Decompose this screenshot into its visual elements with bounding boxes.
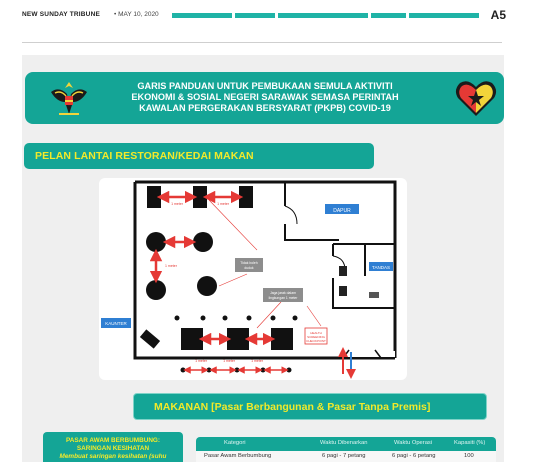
table-group-top — [147, 186, 253, 208]
note-jaga-jarak — [263, 288, 303, 302]
restaurant-floor-plan: DAPUR TANDAS KAUNTER 1 meter 1 meter — [99, 178, 407, 380]
counter-desk-icon — [139, 329, 161, 349]
pasar-line-1: PASAR AWAM BERBUMBUNG: — [65, 437, 161, 444]
cell-waktu-operasi: 6 pagi - 6 petang — [392, 453, 436, 459]
table-header: Kategori Waktu Dibenarkan Waktu Operasi … — [196, 437, 496, 451]
pasar-line-3: Membuat saringan kesihatan (suhu — [59, 453, 167, 460]
table-row: Pasar Awam Berbumbung 6 pagi - 7 petang … — [196, 451, 496, 462]
note1-line1: Tidak boleh — [240, 261, 258, 265]
cell-waktu-dibenarkan: 6 pagi - 7 petang — [322, 453, 366, 459]
masthead-accent-bars — [172, 13, 492, 18]
banner-line-2: EKONOMI & SOSIAL NEGERI SARAWAK SEMASA P… — [131, 92, 399, 102]
makanan-section-title: MAKANAN [Pasar Berbangunan & Pasar Tanpa… — [133, 393, 487, 420]
publication-date: • MAY 10, 2020 — [114, 11, 159, 18]
tandas-label: TANDAS — [372, 265, 390, 270]
screening-line3: CHECKPOINT — [306, 339, 326, 343]
floor-plan-section-title: PELAN LANTAI RESTORAN/KEDAI MAKAN — [24, 143, 374, 169]
banner-line-3: KAWALAN PERGERAKAN BERSYARAT (PKPB) COVI… — [139, 103, 391, 113]
guideline-banner: GARIS PANDUAN UNTUK PEMBUKAAN SEMULA AKT… — [25, 72, 504, 124]
header-kategori: Kategori — [224, 440, 246, 446]
meter-label: 1 meter — [217, 202, 230, 206]
section-title-text: PELAN LANTAI RESTORAN/KEDAI MAKAN — [35, 150, 254, 162]
pasar-awam-box: PASAR AWAM BERBUMBUNG: SARINGAN KESIHATA… — [43, 432, 183, 462]
note1-line2: duduk — [244, 266, 254, 270]
sink-icon — [369, 292, 379, 298]
header-kapasiti: Kapasiti (%) — [454, 440, 486, 446]
header-waktu-dibenarkan: Waktu Dibenarkan — [320, 440, 368, 446]
header-rule — [22, 42, 502, 43]
dapur-label-bg — [325, 204, 359, 214]
meter-label: 1 meter — [223, 359, 236, 363]
masthead: NEW SUNDAY TRIBUNE • MAY 10, 2020 A5 — [22, 8, 506, 24]
sarawak-crest-icon — [51, 82, 87, 115]
dapur-label: DAPUR — [333, 208, 351, 214]
meter-label: 1 meter — [195, 359, 208, 363]
note-tidak-boleh-duduk — [235, 258, 263, 272]
screening-line2: SCREENING — [307, 335, 326, 339]
meter-label: 1 meter — [251, 359, 264, 363]
meter-label: 1 meter — [171, 202, 184, 206]
operating-hours-table: Kategori Waktu Dibenarkan Waktu Operasi … — [196, 437, 496, 462]
screening-line1: HEALTH — [310, 331, 322, 335]
sarawak-heart-icon — [455, 81, 497, 116]
health-screening-box — [304, 327, 328, 345]
page-number: A5 — [490, 8, 506, 22]
meter-label: 1 meter — [165, 264, 178, 268]
kaunter-label: KAUNTER — [105, 321, 127, 326]
header-waktu-operasi: Waktu Operasi — [394, 440, 433, 446]
cell-kategori: Pasar Awam Berbumbung — [204, 453, 272, 459]
tandas-label-bg — [369, 262, 393, 271]
banner-title: GARIS PANDUAN UNTUK PEMBUKAAN SEMULA AKT… — [100, 81, 430, 114]
note2-line2: lingkungan 1 meter — [269, 296, 299, 300]
table-group-bottom — [174, 315, 298, 374]
cell-kapasiti: 100 — [464, 453, 474, 459]
publication-name: NEW SUNDAY TRIBUNE — [22, 11, 100, 18]
pasar-line-2: SARINGAN KESIHATAN — [76, 445, 150, 452]
kaunter-label-bg — [101, 318, 131, 328]
round-table-group — [146, 232, 217, 300]
banner-line-1: GARIS PANDUAN UNTUK PEMBUKAAN SEMULA AKT… — [137, 81, 393, 91]
toilet-icon — [339, 266, 347, 276]
note2-line1: Jaga jarak dalam — [270, 291, 296, 295]
makanan-title-text: MAKANAN [Pasar Berbangunan & Pasar Tanpa… — [154, 401, 431, 413]
floor-plan-diagram: DAPUR TANDAS KAUNTER 1 meter 1 meter — [101, 180, 397, 379]
toilet-icon — [339, 286, 347, 296]
